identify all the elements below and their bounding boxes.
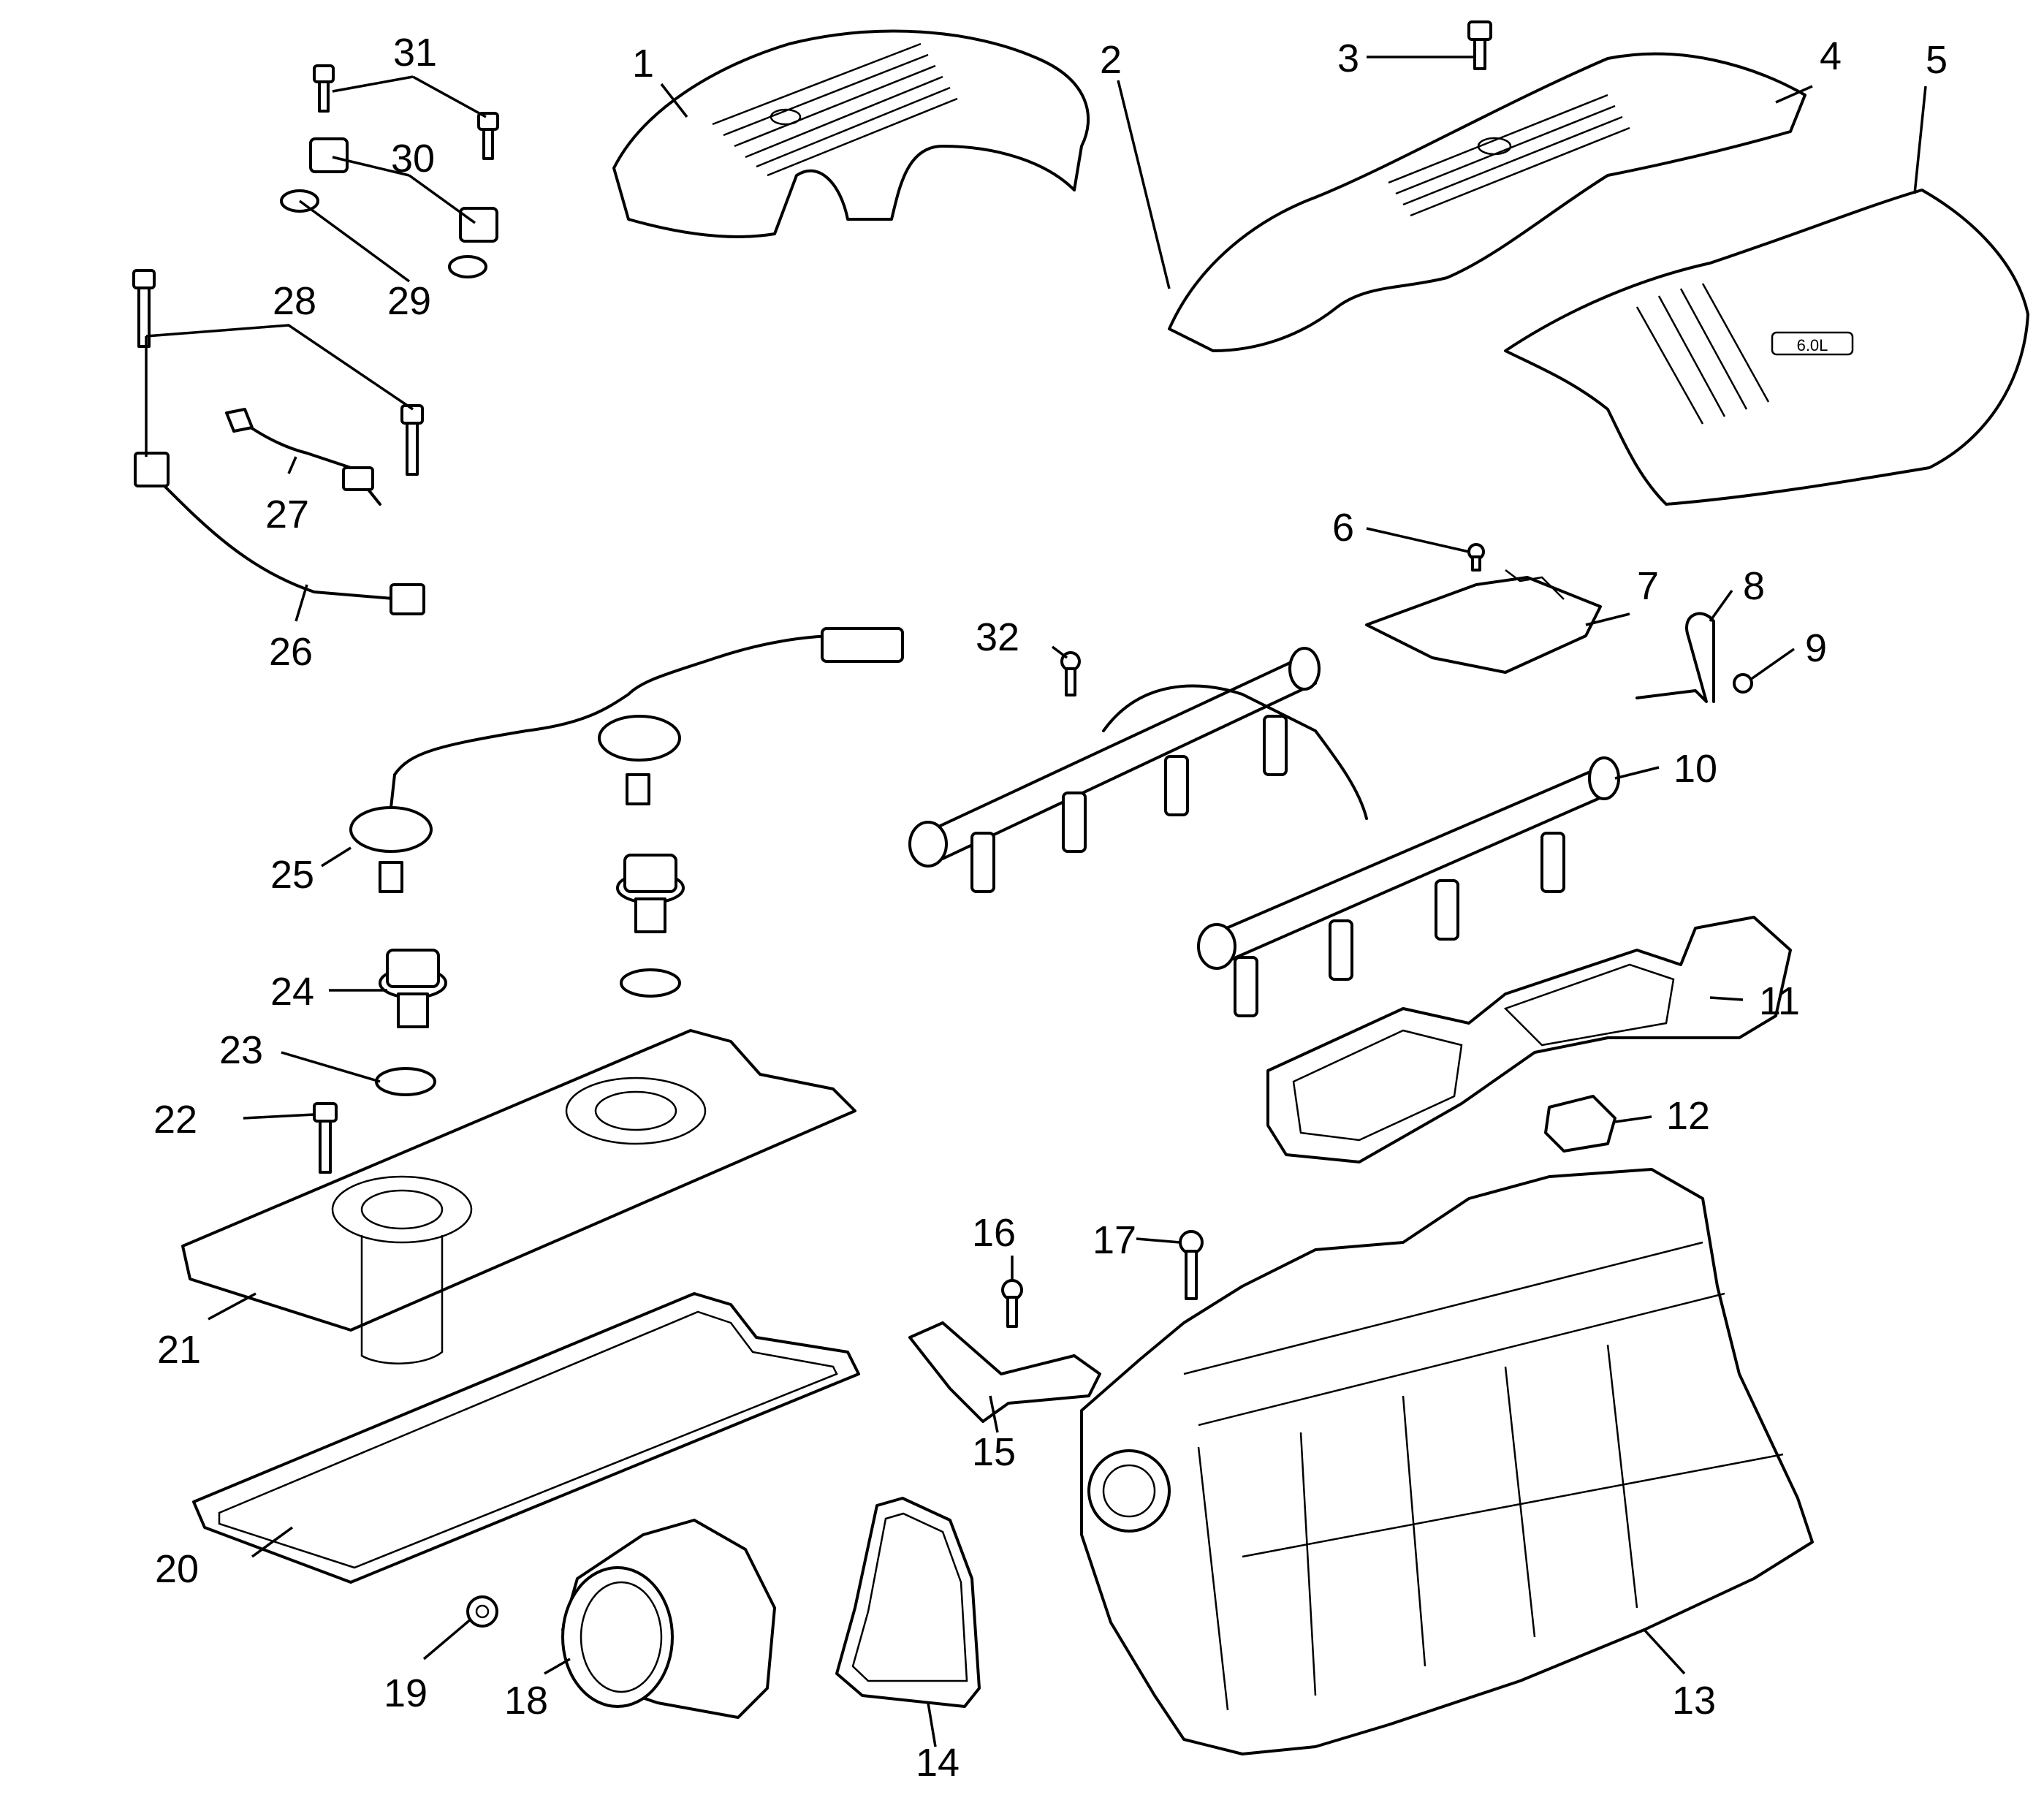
callout-20: 20 <box>155 1547 199 1591</box>
callout-24: 24 <box>270 970 314 1014</box>
callout-32: 32 <box>976 615 1019 659</box>
callout-29: 29 <box>387 279 431 323</box>
callout-18: 18 <box>504 1679 548 1723</box>
callout-11: 11 <box>1759 979 1800 1023</box>
part-14-gasket <box>835 1497 981 1708</box>
callout-15: 15 <box>972 1430 1016 1474</box>
part-9-screw <box>1733 673 1753 694</box>
leader-lines <box>145 56 1927 1747</box>
callout-17: 17 <box>1093 1218 1136 1262</box>
part-32-bolt <box>1060 651 1081 696</box>
callout-28: 28 <box>273 279 316 323</box>
callout-16: 16 <box>972 1211 1016 1255</box>
callout-3: 3 <box>1337 37 1359 80</box>
part-16-bolt <box>1001 1279 1023 1328</box>
callout-26: 26 <box>269 630 313 674</box>
callout-30: 30 <box>391 137 435 181</box>
cover-badge-label: 6.0L <box>1797 336 1828 354</box>
callout-10: 10 <box>1673 747 1717 791</box>
part-22-bolt <box>313 1102 338 1174</box>
callout-2: 2 <box>1100 38 1122 82</box>
part-4-engine-cover <box>1168 52 1806 352</box>
callout-31: 31 <box>393 31 437 75</box>
callout-13: 13 <box>1672 1679 1716 1723</box>
callout-19: 19 <box>384 1671 428 1715</box>
part-8-clip <box>1635 612 1715 703</box>
callout-14: 14 <box>916 1741 960 1785</box>
callout-27: 27 <box>265 493 309 536</box>
callout-4: 4 <box>1820 34 1842 78</box>
callout-5: 5 <box>1926 38 1948 82</box>
callout-1: 1 <box>632 42 654 86</box>
part-7-bracket <box>1365 569 1602 674</box>
part-25-knock-sensor-harness <box>349 627 904 893</box>
part-31-bolt <box>313 64 499 160</box>
part-10-fuel-rail-assembly <box>908 647 1620 1017</box>
part-12-sensor <box>1544 1095 1616 1153</box>
part-28-bolt <box>132 269 424 476</box>
part-11-intake-gasket <box>1266 916 1792 1163</box>
part-6-bolt <box>1467 543 1485 572</box>
part-19-nut <box>466 1595 498 1628</box>
part-17-bolt <box>1179 1230 1204 1300</box>
part-27-hose <box>225 408 381 506</box>
part-30-clip <box>309 137 498 243</box>
cover-badge <box>1771 331 1854 356</box>
callout-7: 7 <box>1637 564 1659 608</box>
callout-8: 8 <box>1743 564 1765 608</box>
part-5-engine-cover: 6.0L <box>1504 189 2029 506</box>
part-3-bolt <box>1467 20 1492 70</box>
part-24-knock-sensor <box>379 854 685 1028</box>
part-26-vent-tube <box>134 452 425 615</box>
callout-21: 21 <box>157 1328 201 1372</box>
callout-labels: 1 2 3 4 5 6 7 8 9 10 11 12 13 14 15 16 1… <box>153 31 1948 1785</box>
callout-12: 12 <box>1666 1094 1710 1138</box>
part-18-throttle-body <box>561 1519 776 1719</box>
part-1-engine-cover <box>612 29 1090 238</box>
part-15-bracket <box>908 1321 1101 1423</box>
part-13-intake-manifold <box>1080 1168 1814 1755</box>
part-21-valley-cover <box>181 1029 856 1364</box>
callout-9: 9 <box>1805 626 1827 670</box>
part-29-gasket <box>280 189 487 278</box>
callout-6: 6 <box>1332 506 1354 550</box>
callout-22: 22 <box>153 1098 197 1142</box>
part-20-valley-gasket <box>192 1292 860 1584</box>
callout-23: 23 <box>219 1028 263 1072</box>
callout-25: 25 <box>270 853 314 897</box>
